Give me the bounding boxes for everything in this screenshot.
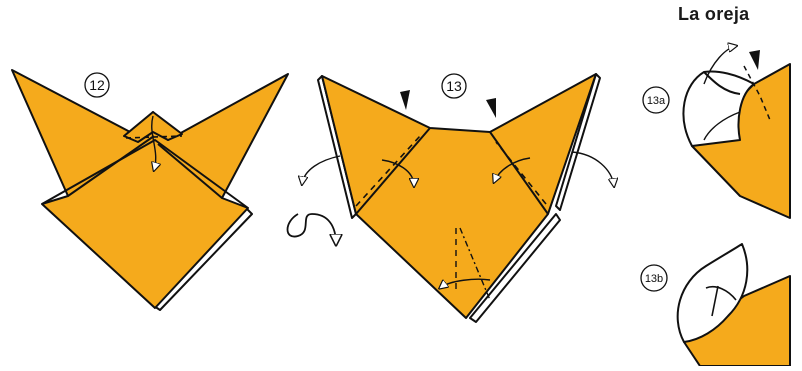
step-13a-fold-line — [743, 65, 771, 121]
step-12-fold-arrow — [152, 115, 156, 170]
step-13b-flap — [676, 243, 749, 343]
step-13b-inner-fold — [705, 285, 737, 301]
fold-arrow-right-inner — [494, 157, 531, 182]
step-12-right-wing-edge — [157, 143, 223, 199]
fold-arrow-13a — [703, 46, 736, 85]
fold-arrow-right-outer — [571, 151, 614, 186]
step-13a-figure — [682, 63, 791, 219]
section-title: La oreja — [678, 4, 750, 24]
step-13a-number-badge: 13a — [642, 86, 670, 114]
step-12-top-flap — [123, 111, 183, 143]
step-12-body — [11, 69, 289, 309]
step-13a-arrows — [703, 46, 760, 85]
step-13-back-right — [555, 73, 601, 211]
step-13a-flap — [682, 70, 755, 147]
step-13-body — [321, 73, 597, 319]
step-13b-inner-tuck — [711, 285, 719, 317]
step-13-right-valley-fold — [495, 141, 547, 205]
push-arrowhead-left — [400, 90, 410, 110]
step-13b-number-badge: 13b — [640, 264, 668, 292]
fold-arrow-chin — [440, 278, 491, 288]
step-12-valley-fold — [125, 135, 183, 139]
push-arrowhead-icon — [400, 90, 496, 118]
step-13-left-ear-edge — [355, 127, 431, 215]
step-12-center-diamond — [41, 139, 249, 209]
step-13-number: 13 — [446, 78, 462, 94]
step-12-number: 12 — [89, 77, 105, 93]
step-12-number-badge: 12 — [84, 72, 110, 98]
fold-arrow-left-outer — [302, 155, 341, 184]
step-13b-figure — [676, 243, 791, 367]
step-13-chin-fold-right — [459, 227, 491, 301]
step-13a-inner-edge — [703, 71, 741, 95]
step-13-fold-arrows — [302, 151, 614, 288]
step-13-number-badge: 13 — [441, 73, 467, 99]
turn-over-icon — [286, 213, 337, 244]
step-13-back-bottom — [469, 213, 561, 323]
fold-arrow-left-inner — [381, 159, 414, 186]
push-arrowhead-right — [486, 98, 496, 118]
step-13-right-ear-edge — [489, 131, 549, 215]
step-13-left-valley-fold — [355, 135, 421, 207]
step-13a-number: 13a — [647, 95, 666, 107]
step-13b-number: 13b — [645, 273, 663, 285]
step-13a-inside-line — [703, 111, 741, 141]
step-12-figure — [11, 69, 289, 311]
step-13-figure — [317, 73, 601, 323]
push-arrowhead-13a — [749, 50, 760, 70]
